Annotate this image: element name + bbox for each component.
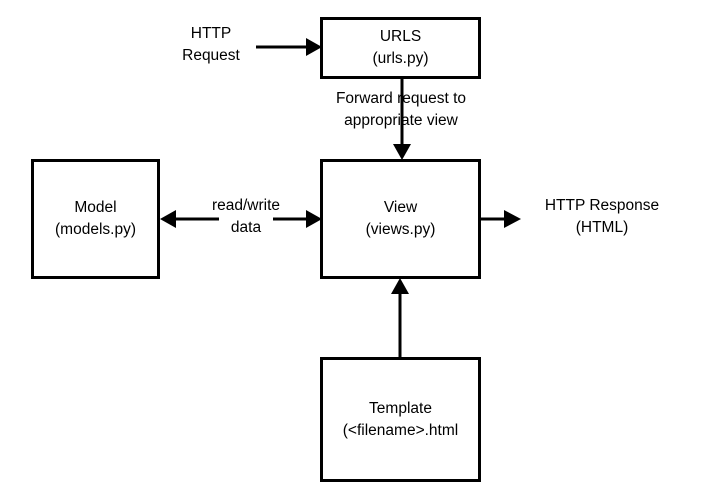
node-template-title: Template — [369, 399, 432, 417]
node-view[interactable]: View (views.py) — [320, 159, 481, 279]
node-urls-subtitle: (urls.py) — [372, 50, 429, 67]
edge-http-request-to-urls — [256, 38, 322, 56]
edge-view-to-model — [160, 210, 219, 228]
node-template-subtitle: (<filename>.html — [342, 421, 459, 439]
edge-model-to-view — [273, 210, 322, 228]
label-http-response-line2: (HTML) — [575, 219, 629, 236]
label-http-response-line1: HTTP Response — [544, 197, 660, 214]
edge-urls-to-view — [393, 79, 411, 160]
label-read-write-data-line2: data — [230, 219, 262, 236]
label-http-request-line2: Request — [182, 47, 240, 64]
label-read-write-data: read/write data — [196, 195, 296, 239]
node-template[interactable]: Template (<filename>.html — [320, 357, 481, 482]
node-view-subtitle: (views.py) — [365, 221, 436, 238]
label-forward-request-line1: Forward request to — [335, 90, 467, 107]
node-view-title: View — [383, 199, 418, 216]
node-urls[interactable]: URLS (urls.py) — [320, 17, 481, 79]
node-urls-title: URLS — [379, 28, 422, 45]
label-http-request: HTTP Request — [165, 23, 257, 67]
label-forward-request: Forward request to appropriate view — [322, 88, 480, 132]
label-http-response: HTTP Response (HTML) — [531, 195, 673, 239]
node-model-title: Model — [74, 199, 117, 216]
label-forward-request-line2: appropriate view — [344, 112, 458, 129]
label-read-write-data-line1: read/write — [211, 197, 281, 214]
label-http-request-line1: HTTP — [190, 25, 232, 42]
edge-view-to-http-response — [481, 210, 521, 228]
node-model-subtitle: (models.py) — [55, 221, 136, 238]
node-model[interactable]: Model (models.py) — [31, 159, 160, 279]
edge-template-to-view — [391, 278, 409, 357]
